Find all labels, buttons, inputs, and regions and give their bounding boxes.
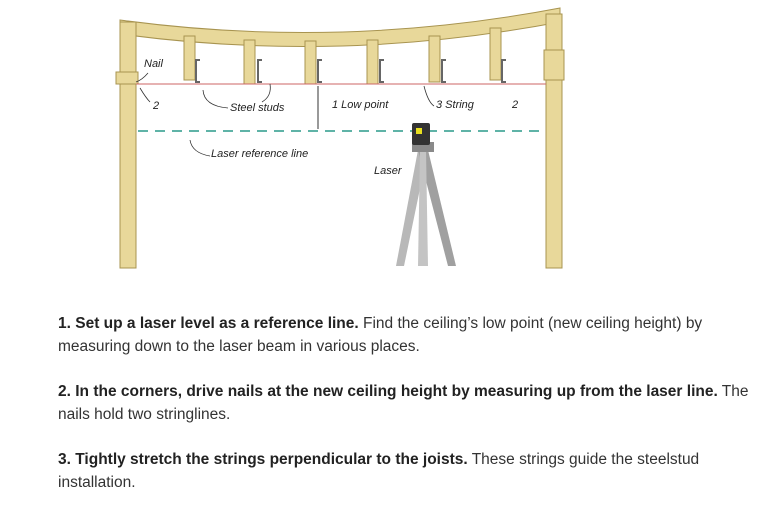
left-post-cap (115, 71, 139, 85)
joist (489, 27, 502, 81)
ceiling-installation-diagram: Nail 2 Steel studs 1 Low point 3 String … (115, 7, 565, 269)
joist (304, 40, 317, 85)
steel-stud (257, 59, 262, 83)
nail-label: Nail (144, 58, 164, 70)
laser-window (416, 128, 422, 134)
steel-stud (501, 59, 506, 83)
steel-stud (317, 59, 322, 83)
nail-number-left: 2 (152, 100, 159, 112)
step-1-heading: 1. Set up a laser level as a reference l… (58, 315, 359, 332)
steel-stud (379, 59, 384, 83)
step-1: 1. Set up a laser level as a reference l… (58, 312, 758, 358)
laser-reference-line-label: Laser reference line (211, 148, 308, 160)
leader-lines (135, 72, 435, 157)
steel-studs-label: Steel studs (230, 102, 285, 114)
low-point-label: 1 Low point (332, 99, 389, 111)
instruction-steps: 1. Set up a laser level as a reference l… (58, 312, 758, 516)
right-post-cap (543, 49, 565, 81)
step-3: 3. Tightly stretch the strings perpendic… (58, 448, 758, 494)
joist (366, 39, 379, 85)
step-2-heading: 2. In the corners, drive nails at the ne… (58, 383, 718, 400)
step-2: 2. In the corners, drive nails at the ne… (58, 380, 758, 426)
joist (428, 35, 441, 83)
step-3-heading: 3. Tightly stretch the strings perpendic… (58, 451, 468, 468)
laser-tripod (396, 142, 456, 266)
steel-stud (195, 59, 200, 83)
joist (243, 39, 256, 85)
string-label: 3 String (436, 99, 475, 111)
step-3-text: These strings guide the steelstud instal… (58, 451, 700, 491)
steel-studs (195, 59, 506, 83)
laser-label: Laser (374, 165, 403, 177)
left-post (119, 21, 137, 269)
joist (183, 35, 196, 81)
step-2-text: The nails hold two stringlines. (58, 383, 749, 423)
steel-stud (441, 59, 446, 83)
ceiling-joists (183, 27, 502, 85)
step-1-text: Find the ceiling’s low point (new ceilin… (58, 315, 703, 355)
nail-number-right: 2 (511, 99, 518, 111)
